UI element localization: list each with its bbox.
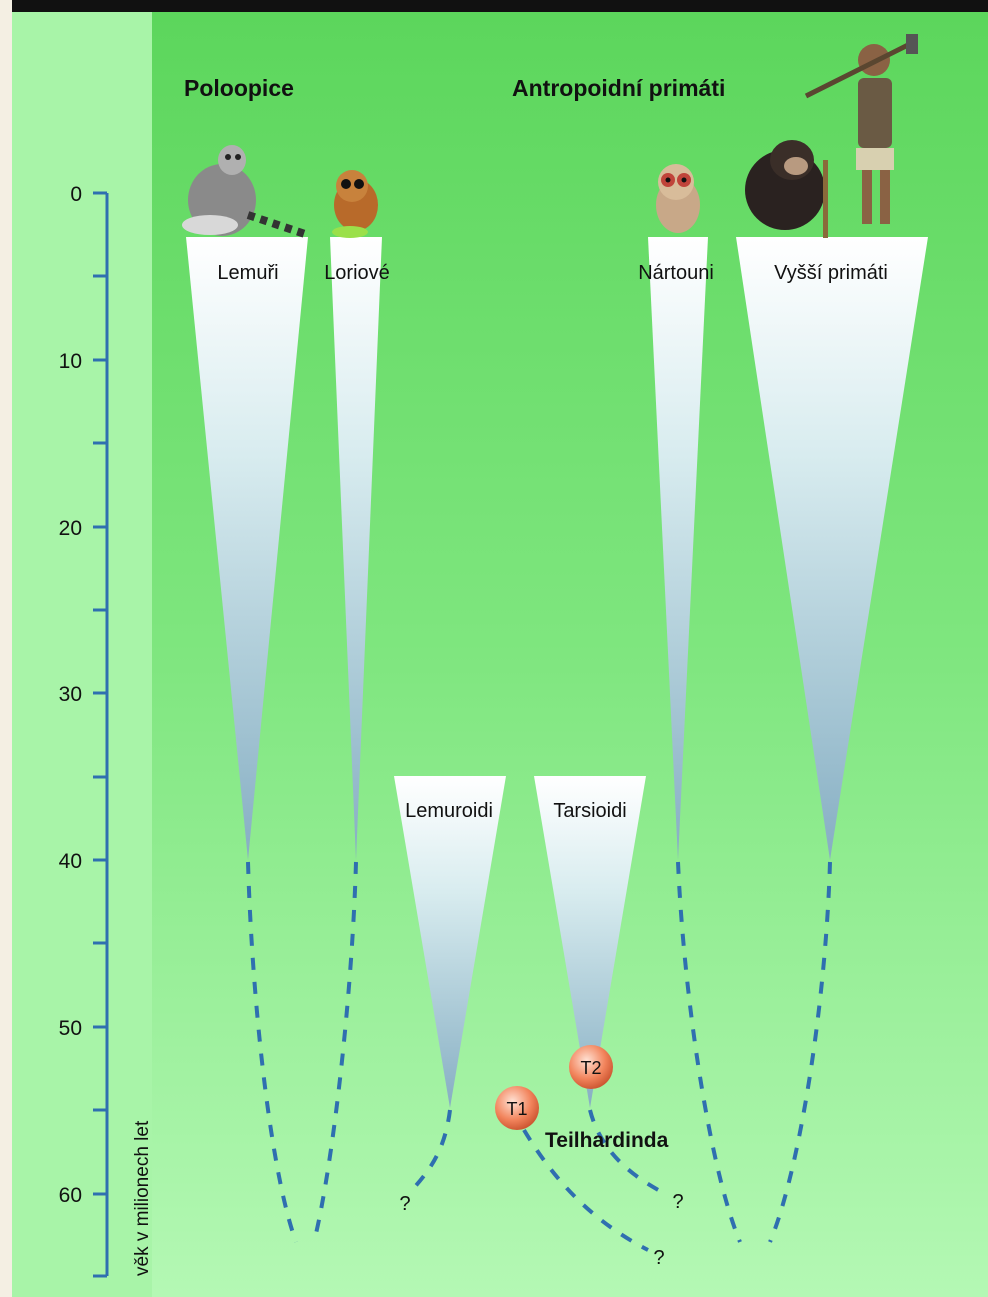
heading-anthropoids: Antropoidní primáti [512,75,725,101]
wedge-tarsiers [648,237,708,860]
unknown-origin-mark: ? [399,1193,410,1215]
lineage-tarsioids [588,1109,663,1194]
wedge-tarsioids [534,776,646,1108]
label-higher-primates: Vyšší primáti [774,262,888,284]
lineage-tarsiers [676,861,742,1243]
lineage-lemuroids [410,1109,452,1192]
lineage-lorises [312,861,358,1243]
wedge-higher-primates [736,237,928,860]
unknown-origin-mark: ? [653,1247,664,1269]
lemur-illustration [182,145,310,239]
axis-tick-label: 20 [59,517,82,540]
wedge-lemuroids [394,776,506,1108]
fossil-label: Teilhardinda [545,1129,669,1152]
loris-illustration [332,170,378,238]
marker-t2: T2 [569,1045,613,1089]
early-human-illustration [804,34,918,224]
marker-t1-label: T1 [506,1099,527,1119]
tarsier-illustration [656,164,700,233]
axis-tick-label: 50 [59,1017,82,1040]
top-border [12,0,988,12]
label-tarsioids: Tarsioidi [553,800,626,822]
axis-tick-label: 10 [59,350,82,373]
label-lorises: Loriové [324,262,390,284]
wedge-lorises [330,237,382,860]
heading-prosimians: Poloopice [184,75,294,101]
axis-tick-label: 60 [59,1184,82,1207]
axis-tick-label: 40 [59,850,82,873]
marker-t2-label: T2 [580,1058,601,1078]
lineage-teilhardina [522,1128,649,1252]
label-lemurs: Lemuři [217,262,278,284]
wedge-lemurs [186,237,308,860]
label-lemuroids: Lemuroidi [405,800,493,822]
lineage-lemurs [246,861,298,1243]
left-band [12,12,152,1297]
unknown-origin-mark: ? [672,1191,683,1213]
time-axis [93,191,109,1278]
lineage-higher-primates [768,861,832,1243]
label-tarsiers: Nártouni [638,262,714,284]
axis-tick-label: 0 [70,183,82,206]
axis-label: věk v milionech let [132,1120,153,1276]
chimpanzee-illustration [745,140,828,238]
axis-tick-label: 30 [59,683,82,706]
lineages [246,861,832,1252]
marker-t1: T1 [495,1086,539,1130]
